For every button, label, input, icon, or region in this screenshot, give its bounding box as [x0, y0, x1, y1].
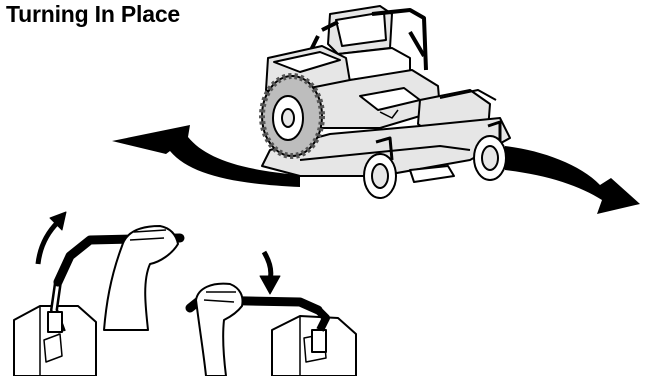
- page-title: Turning In Place: [6, 1, 181, 27]
- mower-icon: [259, 5, 511, 199]
- right-motion-control-lever-icon: [185, 250, 357, 376]
- rotation-arrow-left-icon: [112, 125, 300, 187]
- left-motion-control-lever-icon: [13, 211, 185, 376]
- rotation-arrow-right-icon: [505, 146, 640, 214]
